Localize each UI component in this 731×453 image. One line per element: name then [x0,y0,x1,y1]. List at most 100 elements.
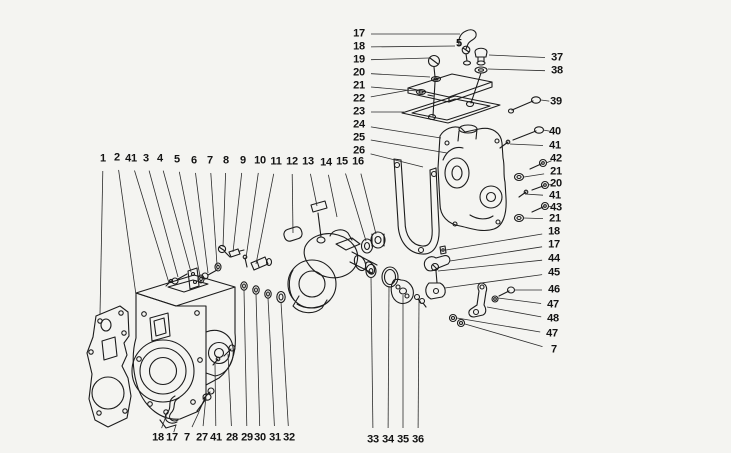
part-label-47-44: 47 [547,298,559,311]
leader-line-18 [161,415,167,429]
leader-line-5 [178,171,201,277]
part-label-23-23: 23 [353,105,365,118]
leader-line-11 [255,173,275,265]
leader-line-19 [370,57,430,61]
part-label-1-0: 1 [100,152,106,165]
part-label-41-2: 41 [125,152,137,165]
leader-line-45 [444,274,543,289]
leader-line-7 [210,172,218,266]
part-label-21-34: 21 [550,165,562,178]
part-label-41-32: 41 [549,139,561,152]
leader-line-37 [488,54,546,58]
leader-line-12 [291,173,294,234]
leader-line-39 [540,99,550,102]
leader-line-17 [449,246,543,262]
leader-line-21 [523,217,544,219]
leader-line-15 [345,173,367,242]
leader-line-7 [191,411,200,428]
part-label-25-25: 25 [353,131,365,144]
leader-line-44 [437,259,543,272]
part-label-6-6: 6 [191,154,197,167]
part-label-31-56: 31 [269,431,281,444]
leader-line-14 [328,174,338,218]
part-tbolt-and-sleeve [283,200,328,244]
leader-line-41 [214,363,217,427]
leader-line-34 [387,285,390,429]
leader-line-41 [509,143,544,146]
part-water-pump [287,229,378,314]
leader-line-41 [524,193,544,196]
part-label-46-43: 46 [548,283,560,296]
part-clamp-lever-cluster [423,245,516,328]
leader-line-42 [545,160,552,164]
part-front-cover [131,274,236,429]
part-label-41-36: 41 [549,189,561,202]
part-label-44-41: 44 [548,252,560,265]
leader-line-21 [370,86,418,92]
part-label-19-19: 19 [353,53,365,66]
part-label-39-30: 39 [550,95,562,108]
leader-line-6 [195,172,209,274]
leader-line-26 [370,153,424,168]
part-label-14-14: 14 [320,156,332,169]
part-label-48-45: 48 [547,312,559,325]
part-pump-housing [437,124,507,232]
leader-line-20 [547,184,553,186]
part-label-41-52: 41 [210,431,222,444]
leader-line-16 [360,173,377,235]
leader-line-41 [134,170,170,284]
part-label-3-3: 3 [143,152,149,165]
leader-line-48 [486,306,542,318]
part-label-18-39: 18 [548,225,560,238]
part-label-35-60: 35 [397,433,409,446]
leader-line-1 [99,170,104,315]
part-label-37-28: 37 [551,51,563,64]
part-label-22-22: 22 [353,92,365,105]
leader-line-40 [542,129,550,132]
part-cover-gasket [86,305,132,428]
part-label-38-29: 38 [551,64,563,77]
part-label-10-10: 10 [254,154,266,167]
part-label-20-35: 20 [550,177,562,190]
part-housing-gasket [393,158,440,255]
leader-line-13 [310,173,318,207]
part-label-11-11: 11 [270,155,282,168]
part-label-26-26: 26 [353,144,365,157]
part-label-12-12: 12 [286,155,298,168]
leader-line-43 [547,205,553,208]
leader-line-2 [118,169,137,296]
part-bleed-fittings [217,244,273,271]
part-label-5-27: 5 [456,37,462,50]
part-label-17-49: 17 [166,431,178,444]
part-label-16-16: 16 [352,155,364,168]
leader-line-30 [255,293,261,427]
part-label-9-9: 9 [240,154,246,167]
leader-line-47 [456,317,541,333]
part-bottom-left-parts [163,344,236,424]
part-label-29-54: 29 [241,431,253,444]
leader-line-28 [227,353,232,427]
part-label-21-21: 21 [353,79,365,92]
part-label-36-61: 36 [412,433,424,446]
part-label-18-48: 18 [152,431,164,444]
part-label-20-20: 20 [353,66,365,79]
leader-line-36 [417,300,420,429]
leader-line-18 [370,45,456,48]
part-label-27-51: 27 [196,431,208,444]
part-label-17-40: 17 [548,238,560,251]
part-label-43-37: 43 [550,201,562,214]
leader-line-27 [202,395,207,427]
leader-line-9 [232,172,243,253]
leader-line-22 [370,89,410,98]
part-label-15-15: 15 [336,155,348,168]
part-label-7-47: 7 [551,343,557,356]
part-cover-fasteners [165,262,222,290]
part-label-4-4: 4 [157,152,163,165]
part-label-7-7: 7 [207,154,213,167]
part-pump-washers [240,281,286,304]
leader-line-17 [173,424,177,433]
part-label-24-24: 24 [353,118,365,131]
part-label-7-50: 7 [184,431,190,444]
